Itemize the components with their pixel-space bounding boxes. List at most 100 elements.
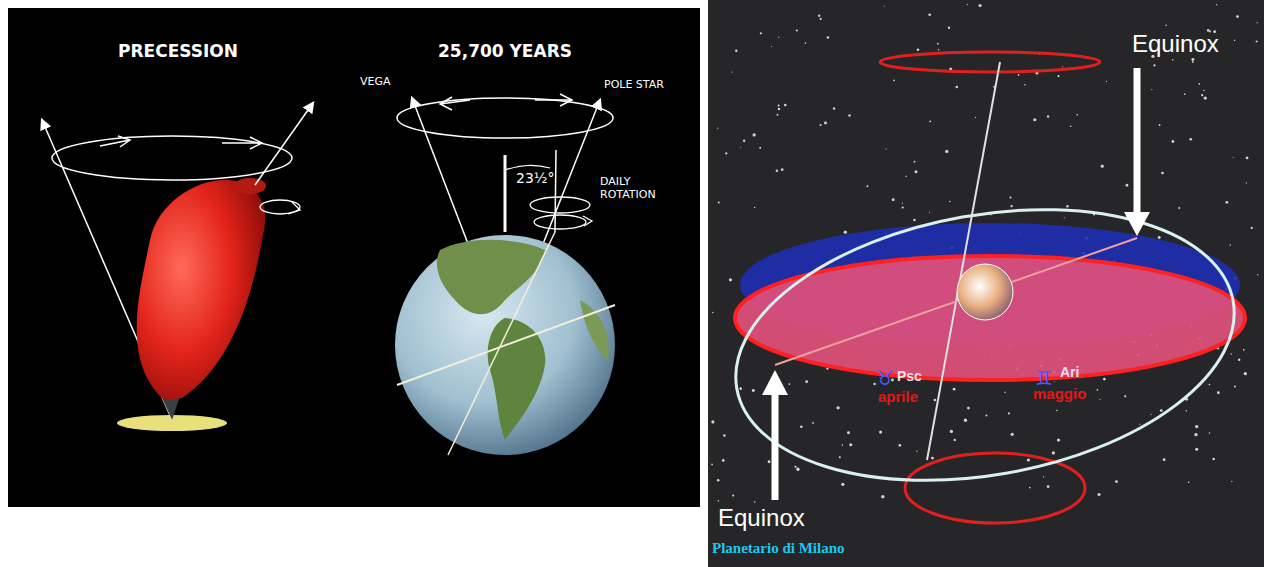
star [931, 457, 934, 460]
star [739, 387, 742, 390]
star [718, 202, 720, 204]
star [1203, 90, 1205, 92]
star [1099, 399, 1100, 400]
star [788, 383, 790, 385]
star [892, 198, 895, 201]
star [777, 114, 779, 116]
star-name: POLE STAR [604, 79, 664, 92]
star [1139, 424, 1140, 425]
star [1172, 59, 1174, 61]
star [778, 108, 780, 110]
star [1178, 207, 1180, 209]
star [949, 201, 950, 202]
star-field [711, 4, 1258, 503]
star [1098, 493, 1101, 496]
star [1251, 227, 1253, 229]
star [1191, 58, 1194, 61]
star [1008, 412, 1010, 414]
zodiac-symbol: ♉ [876, 367, 894, 390]
star [778, 37, 779, 38]
star [1244, 372, 1247, 375]
star [1230, 353, 1231, 354]
star [735, 49, 738, 52]
star [1198, 83, 1200, 85]
star [902, 202, 903, 203]
right-panel [708, 0, 1264, 567]
star [1029, 487, 1031, 489]
star [1194, 433, 1197, 436]
star [948, 26, 950, 28]
star [1052, 451, 1055, 454]
star [914, 161, 916, 163]
star [964, 419, 967, 422]
star [905, 176, 906, 177]
star [1047, 485, 1050, 488]
star [1216, 4, 1217, 5]
star [1066, 205, 1069, 208]
star [740, 147, 741, 148]
star [1233, 157, 1234, 158]
star [1159, 124, 1161, 126]
star [723, 434, 726, 437]
star [732, 495, 734, 497]
spinning-top [42, 103, 313, 431]
star [847, 431, 850, 434]
star [718, 500, 719, 501]
star [879, 431, 882, 434]
star [754, 207, 755, 208]
star [937, 43, 939, 45]
equinox-label: Equinox [718, 504, 805, 532]
star [1238, 359, 1240, 361]
star [820, 18, 822, 20]
star [1231, 481, 1232, 482]
star [1209, 384, 1211, 386]
star [1257, 22, 1258, 23]
month-label: maggio [1033, 385, 1086, 402]
star [1056, 410, 1058, 412]
star [1115, 480, 1118, 483]
star [929, 120, 931, 122]
star [812, 422, 814, 424]
star [1186, 410, 1187, 411]
star [1256, 41, 1258, 43]
star [1161, 172, 1164, 175]
star [934, 399, 937, 402]
star [1124, 395, 1126, 397]
star [1160, 409, 1163, 412]
star [955, 86, 958, 89]
star [1070, 125, 1072, 127]
star [711, 420, 714, 423]
star [928, 13, 931, 16]
star [844, 230, 847, 233]
star [1212, 458, 1215, 461]
star [1230, 244, 1231, 245]
star [893, 79, 895, 81]
star [1054, 381, 1055, 382]
star [732, 71, 733, 72]
star [1243, 349, 1245, 351]
celestial-sphere [714, 52, 1255, 523]
star [1189, 138, 1192, 141]
star [945, 150, 948, 153]
earth-precession [395, 94, 615, 455]
star [1217, 391, 1220, 394]
star [1195, 425, 1198, 428]
constellation-abbr: Ari [1060, 364, 1079, 380]
star [916, 450, 917, 451]
star [1257, 274, 1258, 275]
constellation-abbr: Psc [897, 368, 922, 384]
star [1158, 236, 1161, 239]
star [1184, 93, 1186, 95]
star [1204, 96, 1207, 99]
star [902, 206, 904, 208]
star [1010, 205, 1012, 207]
star [841, 483, 844, 486]
star [1226, 201, 1229, 204]
left-panel [8, 8, 700, 507]
star [884, 6, 885, 7]
star [842, 444, 844, 446]
star [954, 439, 956, 441]
star [1153, 64, 1155, 66]
star [1151, 89, 1152, 90]
tilt-angle: 23½° [516, 170, 554, 186]
